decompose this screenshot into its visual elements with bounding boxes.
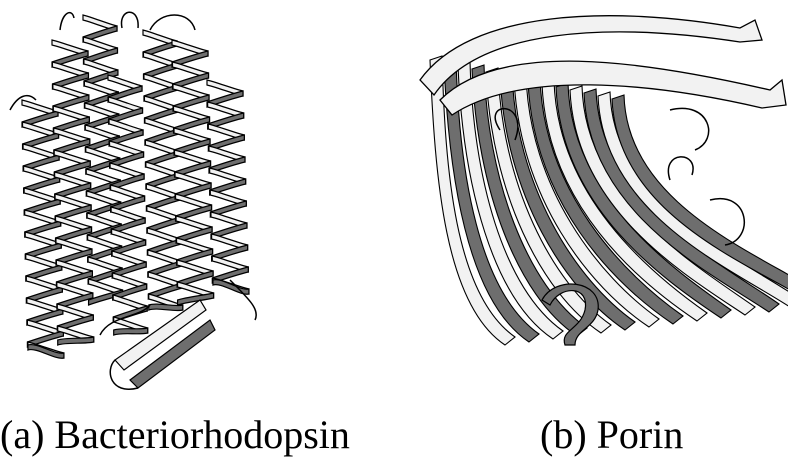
caption-porin: (b) Porin	[540, 405, 683, 465]
porin-ribbon-diagram	[410, 0, 788, 400]
helix-bundle-illustration	[0, 0, 300, 400]
helix	[207, 80, 249, 294]
loop	[60, 13, 74, 30]
beta-barrel-illustration	[410, 0, 788, 400]
bacteriorhodopsin-ribbon-diagram	[0, 0, 300, 400]
helix	[22, 100, 64, 358]
caption-bacteriorhodopsin: (a) Bacteriorhodopsin	[0, 405, 350, 465]
loop	[122, 12, 195, 30]
helix	[143, 30, 183, 311]
